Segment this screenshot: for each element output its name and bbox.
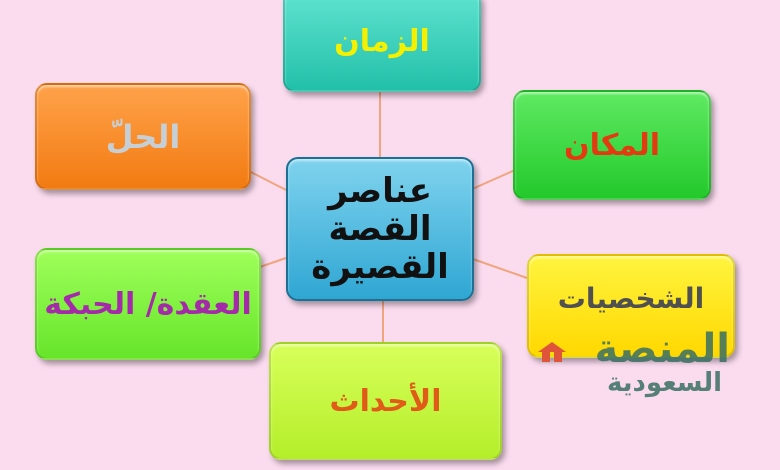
connector-plot — [256, 257, 287, 269]
node-solution: الحلّ — [35, 83, 251, 190]
logo-house-icon — [538, 342, 566, 362]
node-time-label: الزمان — [334, 23, 430, 59]
connector-solution — [246, 169, 287, 191]
center-node: عناصر القصة القصيرة — [286, 157, 474, 301]
node-time: الزمان — [283, 0, 481, 92]
node-characters-label: الشخصيات — [557, 282, 705, 315]
node-events-label: الأحداث — [329, 383, 442, 419]
node-events: الأحداث — [269, 342, 502, 460]
logo-text-bottom: السعودية — [607, 368, 722, 398]
center-line-1: عناصر — [328, 171, 432, 211]
node-place-label: المكان — [564, 127, 660, 163]
node-plot: العقدة/ الحبكة — [35, 248, 261, 360]
connector-place — [469, 169, 516, 191]
node-characters: الشخصيات — [527, 254, 735, 358]
center-line-3: القصيرة — [311, 247, 449, 287]
node-plot-label: العقدة/ الحبكة — [44, 286, 252, 322]
node-solution-label: الحلّ — [105, 117, 181, 156]
connector-characters — [469, 257, 528, 279]
center-line-2: القصة — [328, 209, 432, 249]
site-logo: المنصة السعودية — [530, 326, 730, 400]
logo-text-top: المنصة — [594, 326, 730, 372]
node-place: المكان — [513, 90, 711, 200]
